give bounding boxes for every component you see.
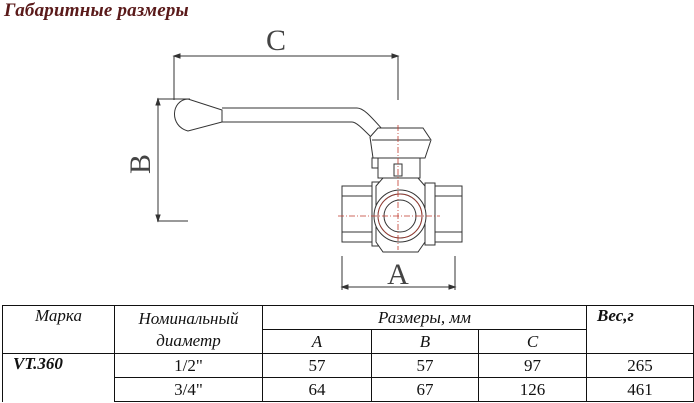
cell-weight: 265 bbox=[586, 353, 694, 378]
dim-label-b: B bbox=[124, 154, 157, 174]
cell-dim-b: 57 bbox=[371, 353, 479, 378]
header-nominal-diameter-line1: Номинальный bbox=[138, 308, 239, 328]
cell-dim-c: 97 bbox=[477, 353, 588, 378]
cell-dim-b: 67 bbox=[371, 377, 479, 402]
cell-diameter: 3/4" bbox=[114, 377, 263, 402]
header-dim-a: A bbox=[262, 329, 372, 354]
cell-dim-c: 126 bbox=[477, 377, 588, 402]
table-row: VT.360 1/2" 57 57 97 265 bbox=[2, 353, 694, 402]
ball-valve-drawing: C B A bbox=[124, 24, 463, 291]
table-row: 3/4" 64 67 126 461 bbox=[3, 377, 694, 402]
header-weight: Вес,г bbox=[586, 305, 694, 354]
header-mark: Марка bbox=[2, 305, 115, 354]
dim-label-a: A bbox=[387, 258, 409, 291]
header-dim-c: C bbox=[477, 329, 588, 354]
header-dimensions: Размеры, мм bbox=[261, 305, 588, 330]
cell-dim-a: 57 bbox=[262, 353, 372, 378]
header-nominal-diameter-line2: диаметр bbox=[156, 330, 221, 350]
header-dim-b: B bbox=[371, 329, 479, 354]
header-mark-label: Марка bbox=[35, 306, 82, 325]
cell-dim-a: 64 bbox=[262, 377, 372, 402]
page-title: Габаритные размеры bbox=[4, 0, 189, 21]
dimensions-table: Марка Номинальный диаметр Размеры, мм Ве… bbox=[2, 305, 694, 402]
dim-label-c: C bbox=[266, 24, 286, 57]
cell-weight: 461 bbox=[586, 377, 694, 402]
model-cell: VT.360 bbox=[2, 353, 115, 402]
cell-diameter: 1/2" bbox=[114, 353, 263, 378]
header-nominal-diameter: Номинальный диаметр bbox=[114, 305, 263, 354]
